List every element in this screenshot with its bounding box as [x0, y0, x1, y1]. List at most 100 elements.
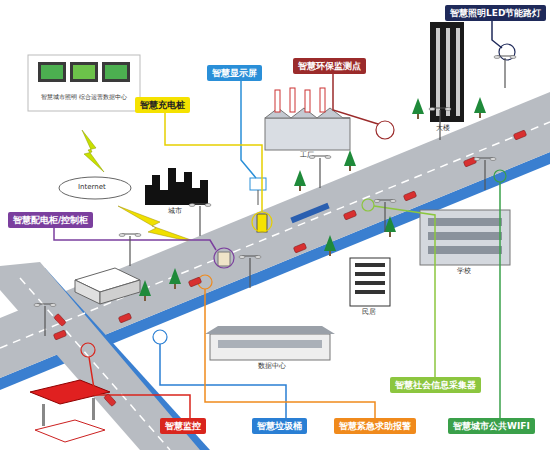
gas-station-base — [35, 420, 105, 442]
tall-building — [430, 22, 464, 122]
tree-trunk — [389, 232, 391, 237]
monitor-screen — [41, 65, 63, 79]
car — [403, 191, 416, 201]
monitor-screen — [73, 65, 95, 79]
callout-box: 智慧紧急求助报警 — [334, 418, 416, 434]
chimney — [275, 90, 280, 112]
place-label: 大楼 — [436, 124, 450, 133]
callout-box: 智慧社会信息采集器 — [390, 377, 481, 393]
monitor — [102, 62, 130, 82]
callout-text: 智慧社会信息采集器 — [395, 380, 476, 390]
tree-trunk — [144, 296, 146, 301]
tree-trunk — [329, 251, 331, 256]
data-center-frame — [28, 55, 140, 111]
lane-marking — [20, 278, 170, 450]
lamp-head — [429, 108, 435, 111]
callout-box: 智慧环保监测点 — [293, 58, 366, 74]
leader-line — [165, 112, 262, 212]
gas-station-canopy — [30, 380, 110, 404]
building-windows — [456, 28, 460, 116]
shed-wall — [75, 280, 100, 304]
place-label: 学校 — [457, 267, 471, 276]
tree-trunk — [299, 186, 301, 191]
device-marker — [494, 170, 506, 182]
factory-building — [265, 118, 350, 150]
lamp-head — [239, 256, 245, 259]
callout-box: 智慧垃圾桶 — [252, 418, 307, 434]
callout-box: 智慧照明LED节能路灯 — [445, 5, 546, 21]
leader-line — [89, 357, 190, 418]
lamp-head — [374, 200, 380, 203]
tree-trunk — [349, 166, 351, 171]
lane-marking — [0, 122, 550, 348]
charging-pile — [257, 214, 267, 232]
place-label: Internet — [78, 183, 106, 192]
device-marker — [153, 330, 167, 344]
monitor-screen — [105, 65, 127, 79]
lamp-pole — [129, 236, 130, 266]
place-label: 智慧城市照明 综合运营数据中心 — [28, 92, 140, 101]
tree-crown — [412, 98, 424, 114]
lamp-head — [50, 304, 56, 307]
lamp-pole — [484, 160, 485, 190]
city-silhouette — [145, 168, 208, 205]
leader-line — [499, 182, 501, 418]
car — [54, 314, 66, 327]
lamp-head — [390, 200, 396, 203]
place-label: 工厂 — [300, 151, 314, 160]
residential-building — [350, 258, 390, 306]
car — [104, 394, 116, 407]
canopy-pillar — [42, 404, 45, 426]
leader-line — [54, 228, 216, 250]
car — [118, 313, 131, 323]
tree-crown — [169, 268, 181, 284]
chimney — [320, 88, 325, 112]
lamp-head — [490, 158, 496, 161]
callout-box: 智慧充电桩 — [135, 97, 190, 113]
callout-text: 智慧监控 — [165, 421, 201, 431]
place-label: 民居 — [362, 308, 376, 317]
tree-trunk — [479, 113, 481, 118]
data-center-roof — [205, 326, 335, 334]
building-windows — [355, 263, 385, 267]
tree-crown — [324, 235, 336, 251]
building-windows — [218, 340, 322, 348]
callout-text: 智慧城市公共WIFI — [453, 421, 530, 431]
callout-text: 智慧照明LED节能路灯 — [450, 8, 541, 18]
building-windows — [428, 246, 502, 254]
car — [53, 330, 66, 340]
callout-box: 智慧城市公共WIFI — [448, 418, 535, 434]
cross-road — [0, 262, 200, 450]
lamp-pole — [504, 58, 505, 88]
device-marker — [362, 199, 374, 211]
lamp-head — [445, 108, 451, 111]
lamp-head — [474, 158, 480, 161]
data-center-building — [210, 334, 330, 360]
callout-text: 智慧配电柜/控制柜 — [13, 215, 88, 225]
display-pole — [258, 190, 259, 205]
signal-bolt — [82, 130, 104, 172]
leader-line — [205, 289, 375, 418]
tree-crown — [474, 97, 486, 113]
lamp-pole — [199, 206, 200, 236]
building-windows — [446, 28, 450, 116]
building-windows — [355, 281, 385, 285]
tree-crown — [294, 170, 306, 186]
lamp-head — [135, 234, 141, 237]
building-windows — [355, 272, 385, 276]
tree-crown — [384, 216, 396, 232]
lamp-pole — [44, 306, 45, 336]
callout-text: 智慧垃圾桶 — [257, 421, 302, 431]
car — [513, 130, 526, 140]
tree-trunk — [417, 114, 419, 119]
leader-line — [333, 74, 378, 124]
device-marker — [252, 212, 272, 232]
road-curb — [0, 152, 550, 390]
canopy-pillar — [92, 398, 95, 420]
building-windows — [428, 218, 502, 226]
leader-line — [374, 206, 435, 378]
callout-text: 智慧紧急求助报警 — [339, 421, 411, 431]
lamp-head — [119, 234, 125, 237]
lamp-head — [325, 156, 331, 159]
